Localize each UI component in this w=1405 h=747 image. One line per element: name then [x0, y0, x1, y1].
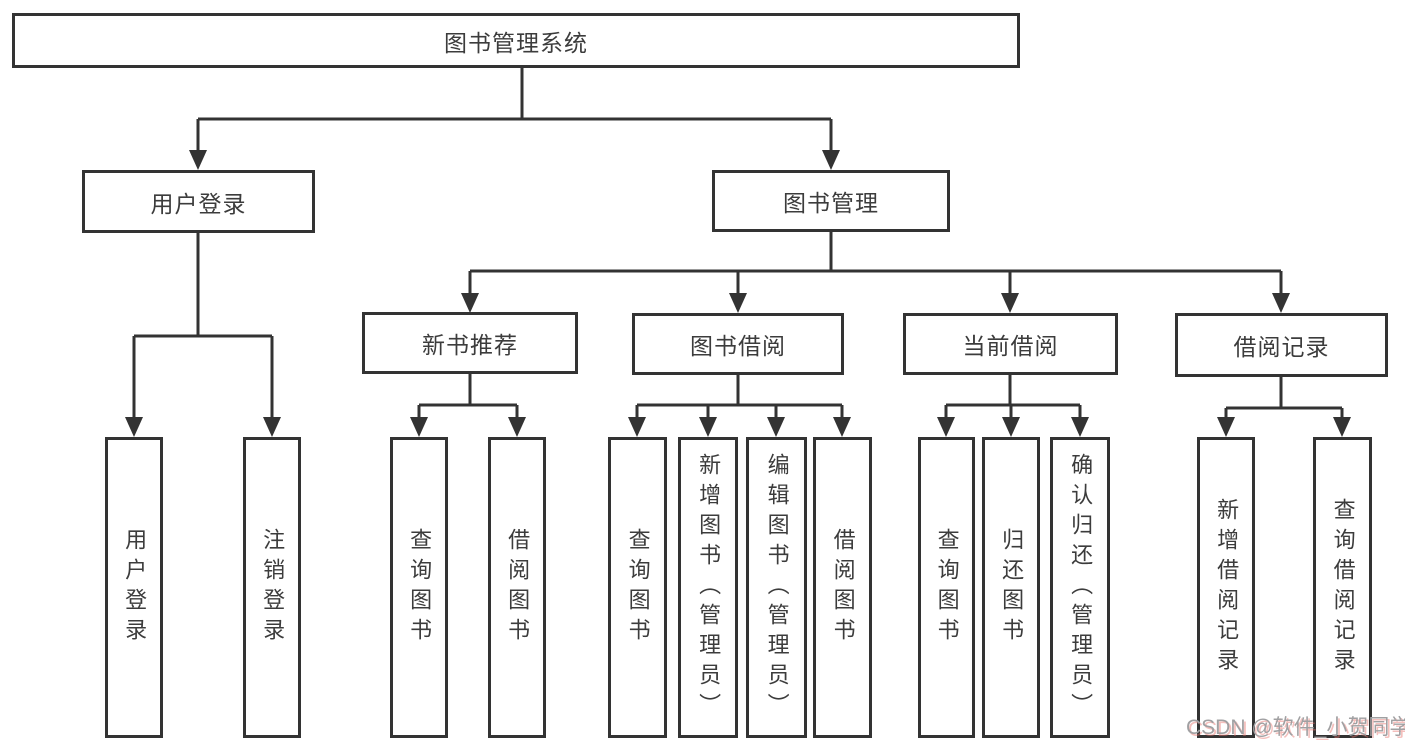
leaf-bb-borrow-book-label: 借阅图书: [830, 527, 856, 648]
node-root: 图书管理系统: [12, 13, 1020, 68]
arrowhead: [1001, 293, 1019, 313]
arrowhead: [729, 293, 747, 313]
leaf-cb-return-book: 归还图书: [982, 437, 1040, 738]
arrowhead: [189, 150, 207, 170]
arrowhead: [1002, 417, 1020, 437]
node-new-book-recommend: 新书推荐: [362, 312, 578, 374]
leaf-br-add-record: 新增借阅记录: [1197, 437, 1255, 738]
leaf-logout: 注销登录: [243, 437, 301, 738]
leaf-logout-label: 注销登录: [260, 527, 286, 648]
leaf-rec-borrow-book-label: 借阅图书: [505, 527, 531, 648]
connector: [417, 374, 519, 420]
leaf-bb-edit-book: 编辑图书（管理员）: [746, 437, 807, 738]
arrowhead: [461, 293, 479, 313]
leaf-bb-query-book-label: 查询图书: [625, 527, 651, 648]
leaf-bb-edit-book-label: 编辑图书（管理员）: [764, 452, 790, 723]
arrowhead: [1217, 417, 1235, 437]
leaf-bb-add-book-label: 新增图书（管理员）: [696, 452, 722, 723]
arrowhead: [410, 417, 428, 437]
node-current-borrow-label: 当前借阅: [962, 333, 1059, 359]
arrowhead: [833, 417, 851, 437]
leaf-cb-confirm-return-label: 确认归还（管理员）: [1068, 452, 1094, 723]
connector: [1224, 377, 1344, 420]
leaf-cb-query-book-label: 查询图书: [934, 527, 960, 648]
leaf-br-query-record: 查询借阅记录: [1313, 437, 1372, 738]
leaf-cb-query-book: 查询图书: [918, 437, 975, 738]
node-user-login: 用户登录: [82, 170, 315, 233]
leaf-br-query-record-label: 查询借阅记录: [1330, 497, 1356, 678]
leaf-br-add-record-label: 新增借阅记录: [1214, 497, 1240, 678]
arrowhead: [767, 417, 785, 437]
arrowhead: [937, 417, 955, 437]
node-book-borrow: 图书借阅: [632, 313, 844, 375]
node-new-book-recommend-label: 新书推荐: [422, 332, 518, 358]
connector: [635, 375, 844, 420]
arrowhead: [628, 417, 646, 437]
node-book-management-label: 图书管理: [783, 190, 879, 216]
connector: [132, 233, 274, 420]
connector: [944, 375, 1082, 420]
arrowhead: [699, 417, 717, 437]
connector: [468, 232, 1283, 296]
leaf-cb-confirm-return: 确认归还（管理员）: [1050, 437, 1110, 738]
leaf-user-login-label: 用户登录: [122, 527, 148, 648]
arrowhead: [1071, 417, 1089, 437]
leaf-user-login: 用户登录: [105, 437, 163, 738]
leaf-bb-query-book: 查询图书: [608, 437, 667, 738]
connector: [196, 67, 833, 152]
arrowhead: [263, 417, 281, 437]
arrowhead: [1333, 417, 1351, 437]
node-user-login-label: 用户登录: [150, 190, 247, 217]
node-current-borrow: 当前借阅: [903, 313, 1118, 375]
node-root-label: 图书管理系统: [444, 29, 588, 56]
node-book-borrow-label: 图书借阅: [690, 333, 786, 359]
leaf-bb-borrow-book: 借阅图书: [813, 437, 872, 738]
leaf-bb-add-book: 新增图书（管理员）: [678, 437, 738, 738]
arrowhead: [508, 417, 526, 437]
node-borrow-record: 借阅记录: [1175, 313, 1388, 377]
leaf-rec-query-book-label: 查询图书: [407, 527, 433, 648]
leaf-cb-return-book-label: 归还图书: [999, 527, 1025, 648]
node-borrow-record-label: 借阅记录: [1233, 334, 1330, 360]
leaf-rec-query-book: 查询图书: [390, 437, 448, 738]
arrowhead: [1272, 293, 1290, 313]
arrowhead: [125, 417, 143, 437]
node-book-management: 图书管理: [712, 170, 950, 232]
leaf-rec-borrow-book: 借阅图书: [488, 437, 546, 738]
csdn-watermark: CSDN @软件_小贺同学: [1186, 716, 1405, 739]
arrowhead: [822, 150, 840, 170]
